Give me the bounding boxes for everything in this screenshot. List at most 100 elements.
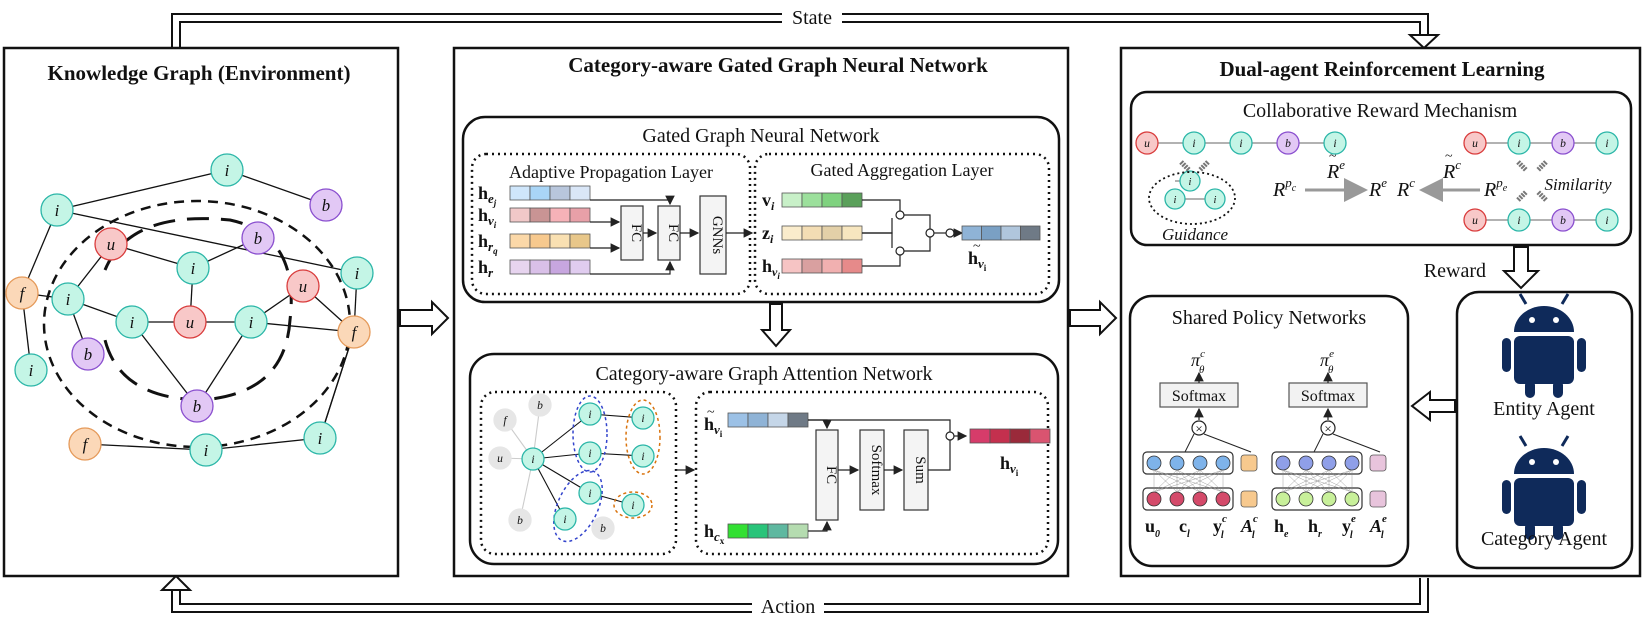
cgat-fc-label: FC: [823, 466, 839, 484]
svg-text:i: i: [130, 313, 135, 332]
svg-text:i: i: [29, 361, 34, 380]
kg-node-f: f: [68, 427, 102, 461]
crm-tr-u: u: [1463, 131, 1487, 155]
entity-agent-icon: [1502, 293, 1586, 398]
svg-text:i: i: [1214, 195, 1217, 206]
svg-text:i: i: [355, 264, 360, 283]
cgat-in1-label: hvi: [704, 414, 723, 439]
gal-input-label: hvi: [762, 256, 780, 281]
crm-tl-i: i: [1323, 131, 1347, 155]
cgat-node-b: b: [508, 508, 532, 532]
softmax-box: [1159, 382, 1239, 408]
svg-text:b: b: [600, 523, 606, 535]
kg-node-i: i: [303, 421, 337, 455]
svg-text:i: i: [1189, 177, 1192, 188]
svg-text:b: b: [193, 397, 201, 416]
svg-text:u: u: [1472, 138, 1478, 150]
cgat-node-b: b: [528, 393, 552, 417]
cgat-node-b: b: [591, 516, 615, 540]
softmax-label: Softmax: [1172, 388, 1226, 405]
svg-text:i: i: [531, 454, 534, 466]
svg-text:i: i: [225, 161, 230, 180]
svg-text:~: ~: [1445, 149, 1453, 164]
cgat-in2-vec: [727, 523, 809, 539]
reward-arrow: [1501, 246, 1541, 290]
similarity-label: Similarity: [1544, 175, 1612, 194]
cgat-title: Category-aware Graph Attention Network: [595, 363, 932, 385]
crm-guide-i: i: [1164, 188, 1186, 210]
cgat-edge: [532, 413, 591, 460]
arrow-agents-to-spn: [1410, 389, 1456, 423]
reward-label: Reward: [1424, 260, 1486, 282]
state-label: State: [792, 7, 832, 29]
apl-input-label: hej: [478, 183, 497, 208]
gnn-title: Category-aware Gated Graph Neural Networ…: [568, 53, 988, 77]
apl-fc-2-label: FC: [665, 224, 681, 242]
crm-guide-i: i: [1179, 170, 1201, 192]
kg-node-b: b: [241, 221, 275, 255]
kg-edge: [56, 209, 358, 274]
arrow-kg-to-gnn: [399, 299, 450, 337]
gal-input-label: vi: [762, 190, 775, 213]
svg-text:i: i: [1174, 195, 1177, 206]
kg-node-f: f: [337, 315, 371, 349]
kg-title: Knowledge Graph (Environment): [48, 61, 351, 85]
svg-text:u: u: [107, 235, 115, 254]
svg-text:b: b: [84, 345, 92, 364]
kg-node-i: i: [115, 305, 149, 339]
spn-input-label: he: [1274, 516, 1289, 540]
cgat-node-i: i: [578, 402, 602, 426]
reward-equation: Rpc Re ~ Re Rc Rc ~ Rpe: [1272, 149, 1508, 202]
r-e: Re: [1368, 175, 1387, 201]
cgat-in1-vec: [727, 412, 809, 428]
svg-text:~: ~: [1329, 149, 1337, 164]
cgat-node-f: f: [493, 408, 517, 432]
svg-text:×: ×: [1195, 421, 1202, 436]
apl-input-label: hrq: [478, 231, 498, 256]
gal-output-vector: [961, 225, 1041, 241]
gal-title: Gated Aggregation Layer: [811, 160, 994, 180]
kg-node-i: i: [176, 251, 210, 285]
cgat-sum-label: Sum: [912, 456, 928, 484]
category-agent-icon: [1502, 435, 1586, 540]
action-label: Action: [761, 596, 815, 618]
gal-vector-1: [781, 225, 863, 241]
cgat-output-vector: [969, 428, 1051, 444]
svg-text:u: u: [497, 453, 503, 465]
kg-node-b: b: [71, 337, 105, 371]
cgat-in2-label: hcx: [704, 521, 725, 546]
svg-text:i: i: [66, 290, 71, 309]
svg-text:u: u: [186, 313, 194, 332]
svg-text:i: i: [318, 429, 323, 448]
svg-text:u: u: [1144, 138, 1150, 150]
svg-text:i: i: [641, 413, 644, 425]
state-arrow: State: [171, 6, 1441, 50]
cgat-out-label: hvi: [1000, 453, 1019, 478]
svg-text:f: f: [20, 284, 27, 303]
kg-node-b: b: [180, 389, 214, 423]
kg-node-u: u: [286, 269, 320, 303]
svg-text:i: i: [1605, 138, 1608, 150]
category-agent-label: Category Agent: [1481, 528, 1608, 550]
kg-edge: [84, 443, 207, 451]
svg-text:b: b: [517, 515, 523, 527]
cgat-node-i: i: [553, 507, 577, 531]
svg-text:i: i: [563, 514, 566, 526]
r-tilde-c: Rc: [1442, 157, 1461, 183]
gal-vector-2: [781, 258, 863, 274]
cgat-fc: [815, 429, 839, 521]
apl-input-label: hvi: [478, 205, 497, 230]
svg-text:i: i: [1605, 215, 1608, 227]
svg-text:i: i: [1239, 138, 1242, 150]
guidance-label: Guidance: [1162, 225, 1229, 244]
rl-panel: Dual-agent Reinforcement Learning Collab…: [1119, 46, 1642, 578]
svg-text:i: i: [631, 500, 634, 512]
